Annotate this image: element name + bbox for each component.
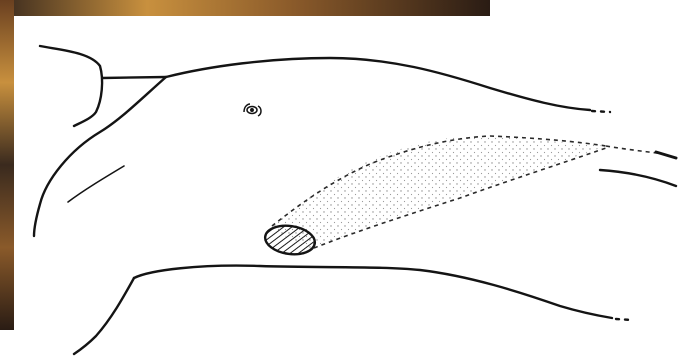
neck-line: [102, 77, 166, 78]
